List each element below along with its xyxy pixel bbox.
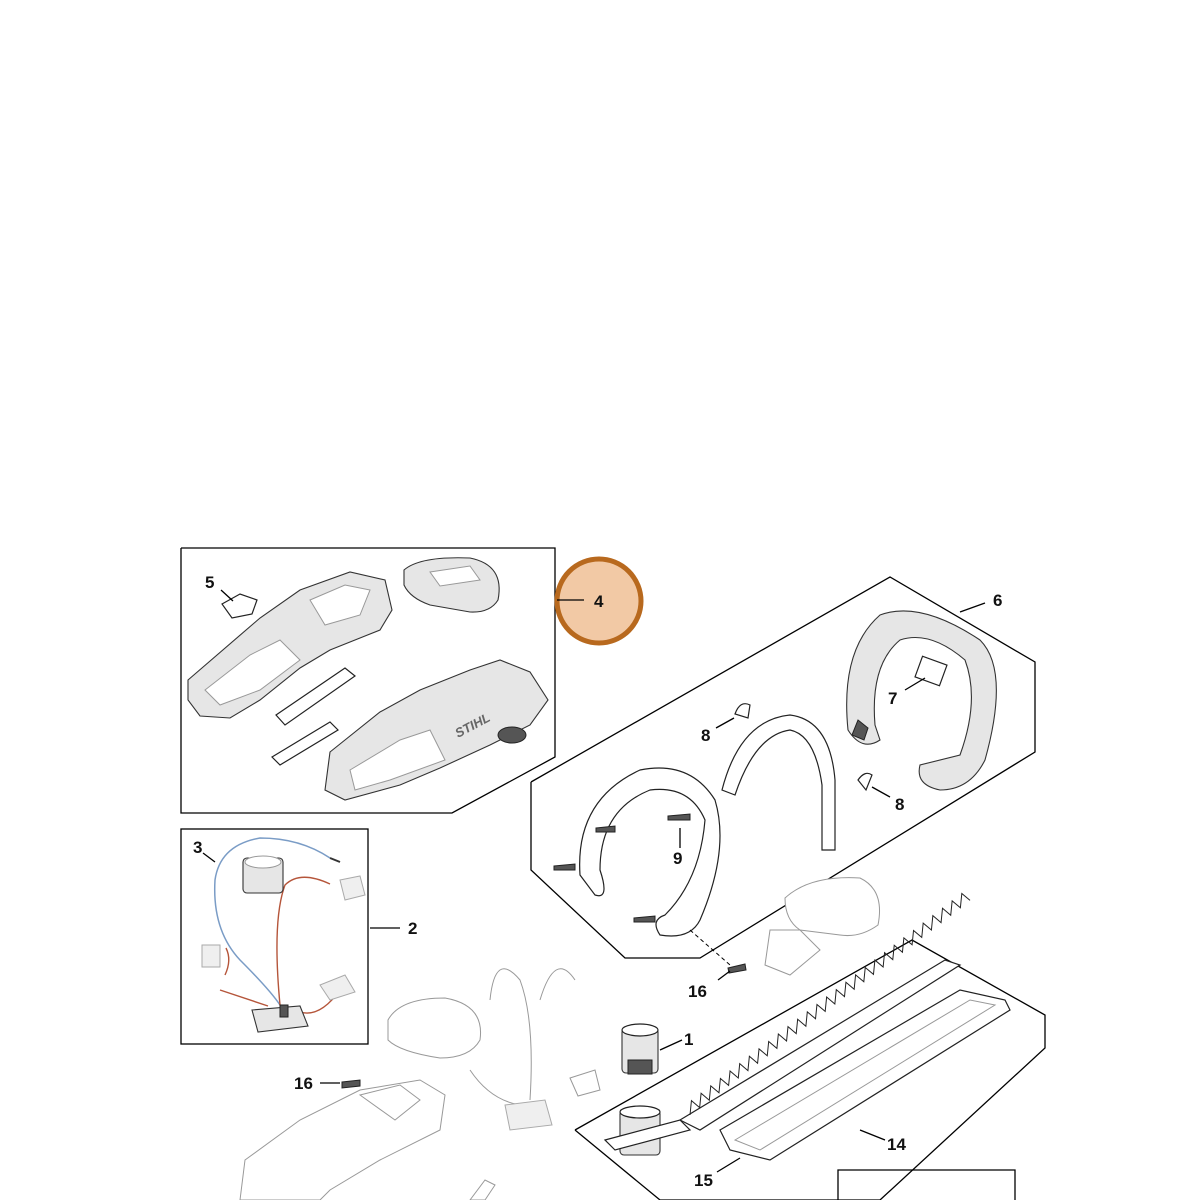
callout-15: 15 [694,1171,713,1190]
leader-line-6 [959,602,986,613]
leader-line-16a [717,970,731,981]
callout-9: 9 [673,849,682,868]
wiring-group-box [180,828,369,1045]
callout-1: 1 [684,1030,693,1049]
leader-line-8b [871,786,891,798]
housing-group-box: STIHL [180,547,556,814]
callout-16b: 16 [294,1074,313,1093]
leader-line-14 [859,1129,886,1141]
leader-line-15 [716,1157,741,1173]
assembled-unit-faded [239,877,880,1200]
callout-8a: 8 [701,726,710,745]
partial-group-box [837,1169,1016,1200]
callout-4: 4 [594,592,604,611]
callout-3: 3 [193,838,202,857]
leader-line-8a [715,717,735,729]
callout-7: 7 [888,689,897,708]
leader-line-3 [202,852,216,863]
leader-line-1 [659,1039,683,1051]
callout-16a: 16 [688,982,707,1001]
callout-8b: 8 [895,795,904,814]
motor-part [621,1023,659,1075]
blade-group-box [574,892,1046,1200]
leader-line-5 [220,589,234,602]
callout-5: 5 [205,573,214,592]
callout-2: 2 [408,919,417,938]
highlight-circle[interactable] [554,556,644,646]
dashed-line-16 [689,929,731,966]
screw-16b [341,1079,361,1089]
leader-line-7 [904,677,926,691]
callout-6: 6 [993,591,1002,610]
screw-16 [727,963,747,974]
handle-group-box [530,576,1036,959]
callout-14: 14 [887,1135,906,1154]
